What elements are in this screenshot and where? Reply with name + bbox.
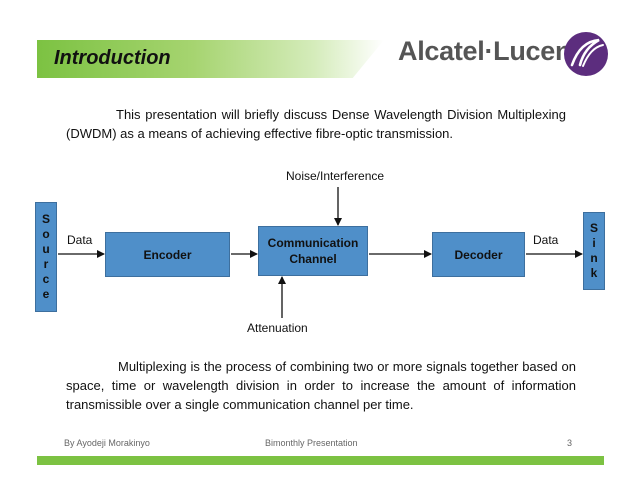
encoder-box: Encoder — [105, 232, 230, 277]
data-output-label: Data — [533, 233, 559, 247]
company-logo-text: Alcatel·Lucent — [398, 36, 580, 66]
source-letter: o — [42, 227, 50, 241]
source-box: S o u r c e — [35, 202, 57, 312]
multiplexing-paragraph: Multiplexing is the process of combining… — [66, 359, 576, 412]
channel-label-line2: Channel — [289, 252, 337, 266]
slide-title: Introduction — [54, 47, 171, 69]
footer-author: By Ayodeji Morakinyo — [64, 438, 150, 448]
source-letter: e — [42, 287, 50, 301]
attenuation-label: Attenuation — [247, 321, 308, 335]
sink-box: S i n k — [583, 212, 605, 290]
data-input-label: Data — [67, 233, 93, 247]
source-letter: u — [42, 242, 50, 256]
source-letter: S — [41, 212, 50, 226]
intro-paragraph: This presentation will briefly discuss D… — [66, 107, 566, 141]
alcatel-lucent-logo-icon — [564, 32, 608, 76]
sink-letter: i — [592, 236, 596, 250]
channel-label-line1: Communication — [267, 236, 359, 250]
title-banner — [37, 40, 384, 78]
decoder-box: Decoder — [432, 232, 525, 277]
sink-letter: n — [590, 251, 598, 265]
communication-channel-box: Communication Channel — [258, 226, 368, 276]
sink-letter: k — [590, 266, 598, 280]
sink-letter: S — [589, 221, 598, 235]
page-number: 3 — [567, 438, 573, 448]
source-letter: c — [42, 272, 50, 286]
noise-interference-label: Noise/Interference — [286, 169, 385, 183]
footer-bar — [37, 456, 604, 465]
source-letter: r — [43, 257, 49, 271]
footer-presentation-name: Bimonthly Presentation — [265, 438, 358, 448]
